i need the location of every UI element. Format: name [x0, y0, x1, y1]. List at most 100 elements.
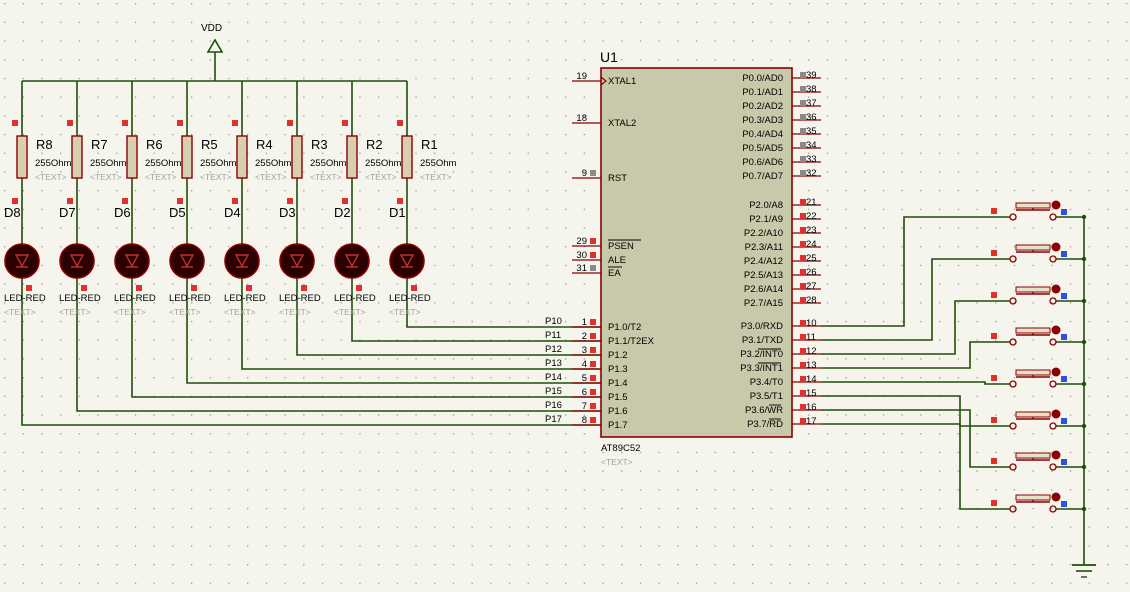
mcu-pin-marker: [800, 362, 806, 368]
switch-actuator: [1051, 200, 1061, 210]
led-body: [59, 243, 95, 279]
vdd-power-symbol: [206, 38, 224, 53]
net-label: P17: [545, 414, 562, 425]
mcu-ref: U1: [600, 49, 618, 65]
led-text: <TEXT>: [114, 307, 146, 317]
led-pin-marker: [287, 198, 293, 204]
mcu-pin-name: P0.5/AD5: [742, 143, 783, 154]
mcu-pin-name: P2.2/A10: [744, 228, 783, 239]
mcu-pin-number: 21: [806, 197, 817, 208]
mcu-pin-number: 1: [582, 317, 587, 328]
led-pin-marker: [356, 285, 362, 291]
resistor-pin-marker: [12, 120, 18, 126]
mcu-pin-marker: [590, 417, 596, 423]
mcu-pin-number: 26: [806, 267, 817, 278]
mcu-pin-number: 5: [582, 373, 587, 384]
switch-cap: [1015, 244, 1051, 251]
resistor-value: 255Ohm: [365, 158, 402, 169]
xtal1-clock-symbol: [600, 76, 607, 86]
switch-actuator: [1051, 409, 1061, 419]
led-text: <TEXT>: [224, 307, 256, 317]
p1-net-wire: [351, 278, 601, 342]
resistor-pin-marker: [67, 120, 73, 126]
led-ref: D8: [4, 205, 21, 220]
mcu-pin-name: P3.3/INT1: [740, 363, 783, 374]
switch-contact: [1009, 463, 1017, 471]
mcu-pin-number: 22: [806, 211, 817, 222]
mcu-pin-marker: [800, 404, 806, 410]
mcu-pin-marker: [590, 333, 596, 339]
mcu-pin-name: RST: [608, 173, 627, 184]
vdd-label: VDD: [201, 23, 222, 34]
led-text: <TEXT>: [334, 307, 366, 317]
mcu-pin-marker: [800, 199, 806, 205]
led-body: [114, 243, 150, 279]
net-label: P12: [545, 344, 562, 355]
mcu-pin-number: 9: [582, 168, 587, 179]
mcu-pin-number: 32: [806, 168, 817, 179]
led-diode-symbol: [179, 254, 195, 268]
mcu-text: <TEXT>: [601, 457, 633, 467]
led-diode-symbol: [69, 254, 85, 268]
net-label: P16: [545, 400, 562, 411]
switch-contact: [1049, 505, 1057, 513]
switch-contact: [1009, 297, 1017, 305]
switch-pin-marker: [991, 333, 997, 339]
net-label: P10: [545, 316, 562, 327]
switch-cap: [1015, 411, 1051, 418]
switch-cap: [1015, 452, 1051, 459]
mcu-pin-marker: [800, 390, 806, 396]
mcu-pin-name: EA: [608, 268, 621, 279]
led-body: [279, 243, 315, 279]
resistor-body: [401, 135, 413, 179]
resistor-pin-marker: [177, 120, 183, 126]
p1-net-wire: [76, 278, 601, 412]
led-pin-marker: [67, 198, 73, 204]
mcu-pin-marker: [800, 418, 806, 424]
switch-cap: [1015, 327, 1051, 334]
switch-pin-marker: [991, 208, 997, 214]
p3-net-wire: [821, 395, 1010, 427]
led-body: [334, 243, 370, 279]
mcu-pin-marker: [590, 375, 596, 381]
mcu-pin-marker: [800, 142, 806, 148]
led-text: <TEXT>: [4, 307, 36, 317]
resistor-text: <TEXT>: [255, 172, 287, 182]
switch-pin-marker: [991, 250, 997, 256]
resistor-value: 255Ohm: [35, 158, 72, 169]
switch-contact: [1009, 338, 1017, 346]
mcu-pin-number: 14: [806, 374, 817, 385]
resistor-ref: R8: [36, 137, 53, 152]
mcu-pin-name: ALE: [608, 255, 626, 266]
switch-pin-marker: [1061, 334, 1067, 340]
led-ref: D5: [169, 205, 186, 220]
led-diode-symbol: [234, 254, 250, 268]
mcu-pin-name: P2.7/A15: [744, 298, 783, 309]
switch-pin-marker: [1061, 418, 1067, 424]
switch-cap: [1015, 369, 1051, 376]
led-diode-symbol: [14, 254, 30, 268]
switch-cap: [1015, 494, 1051, 501]
switch-cap: [1015, 202, 1051, 209]
mcu-pin-marker: [800, 297, 806, 303]
mcu-pin-marker: [800, 376, 806, 382]
mcu-pin-number: 37: [806, 98, 817, 109]
led-diode-symbol: [289, 254, 305, 268]
switch-contact: [1009, 255, 1017, 263]
switch-contact: [1049, 338, 1057, 346]
mcu-pin-marker: [800, 170, 806, 176]
p1-net-wire: [131, 278, 601, 398]
led-ref: D4: [224, 205, 241, 220]
led-pin-marker: [411, 285, 417, 291]
mcu-pin-name: P0.4/AD4: [742, 129, 783, 140]
net-label: P15: [545, 386, 562, 397]
led-pin-marker: [301, 285, 307, 291]
resistor-ref: R4: [256, 137, 273, 152]
led-ref: D1: [389, 205, 406, 220]
mcu-pin-name: P3.1/TXD: [742, 335, 783, 346]
led-ref: D2: [334, 205, 351, 220]
resistor-text: <TEXT>: [420, 172, 452, 182]
switch-contact: [1049, 463, 1057, 471]
